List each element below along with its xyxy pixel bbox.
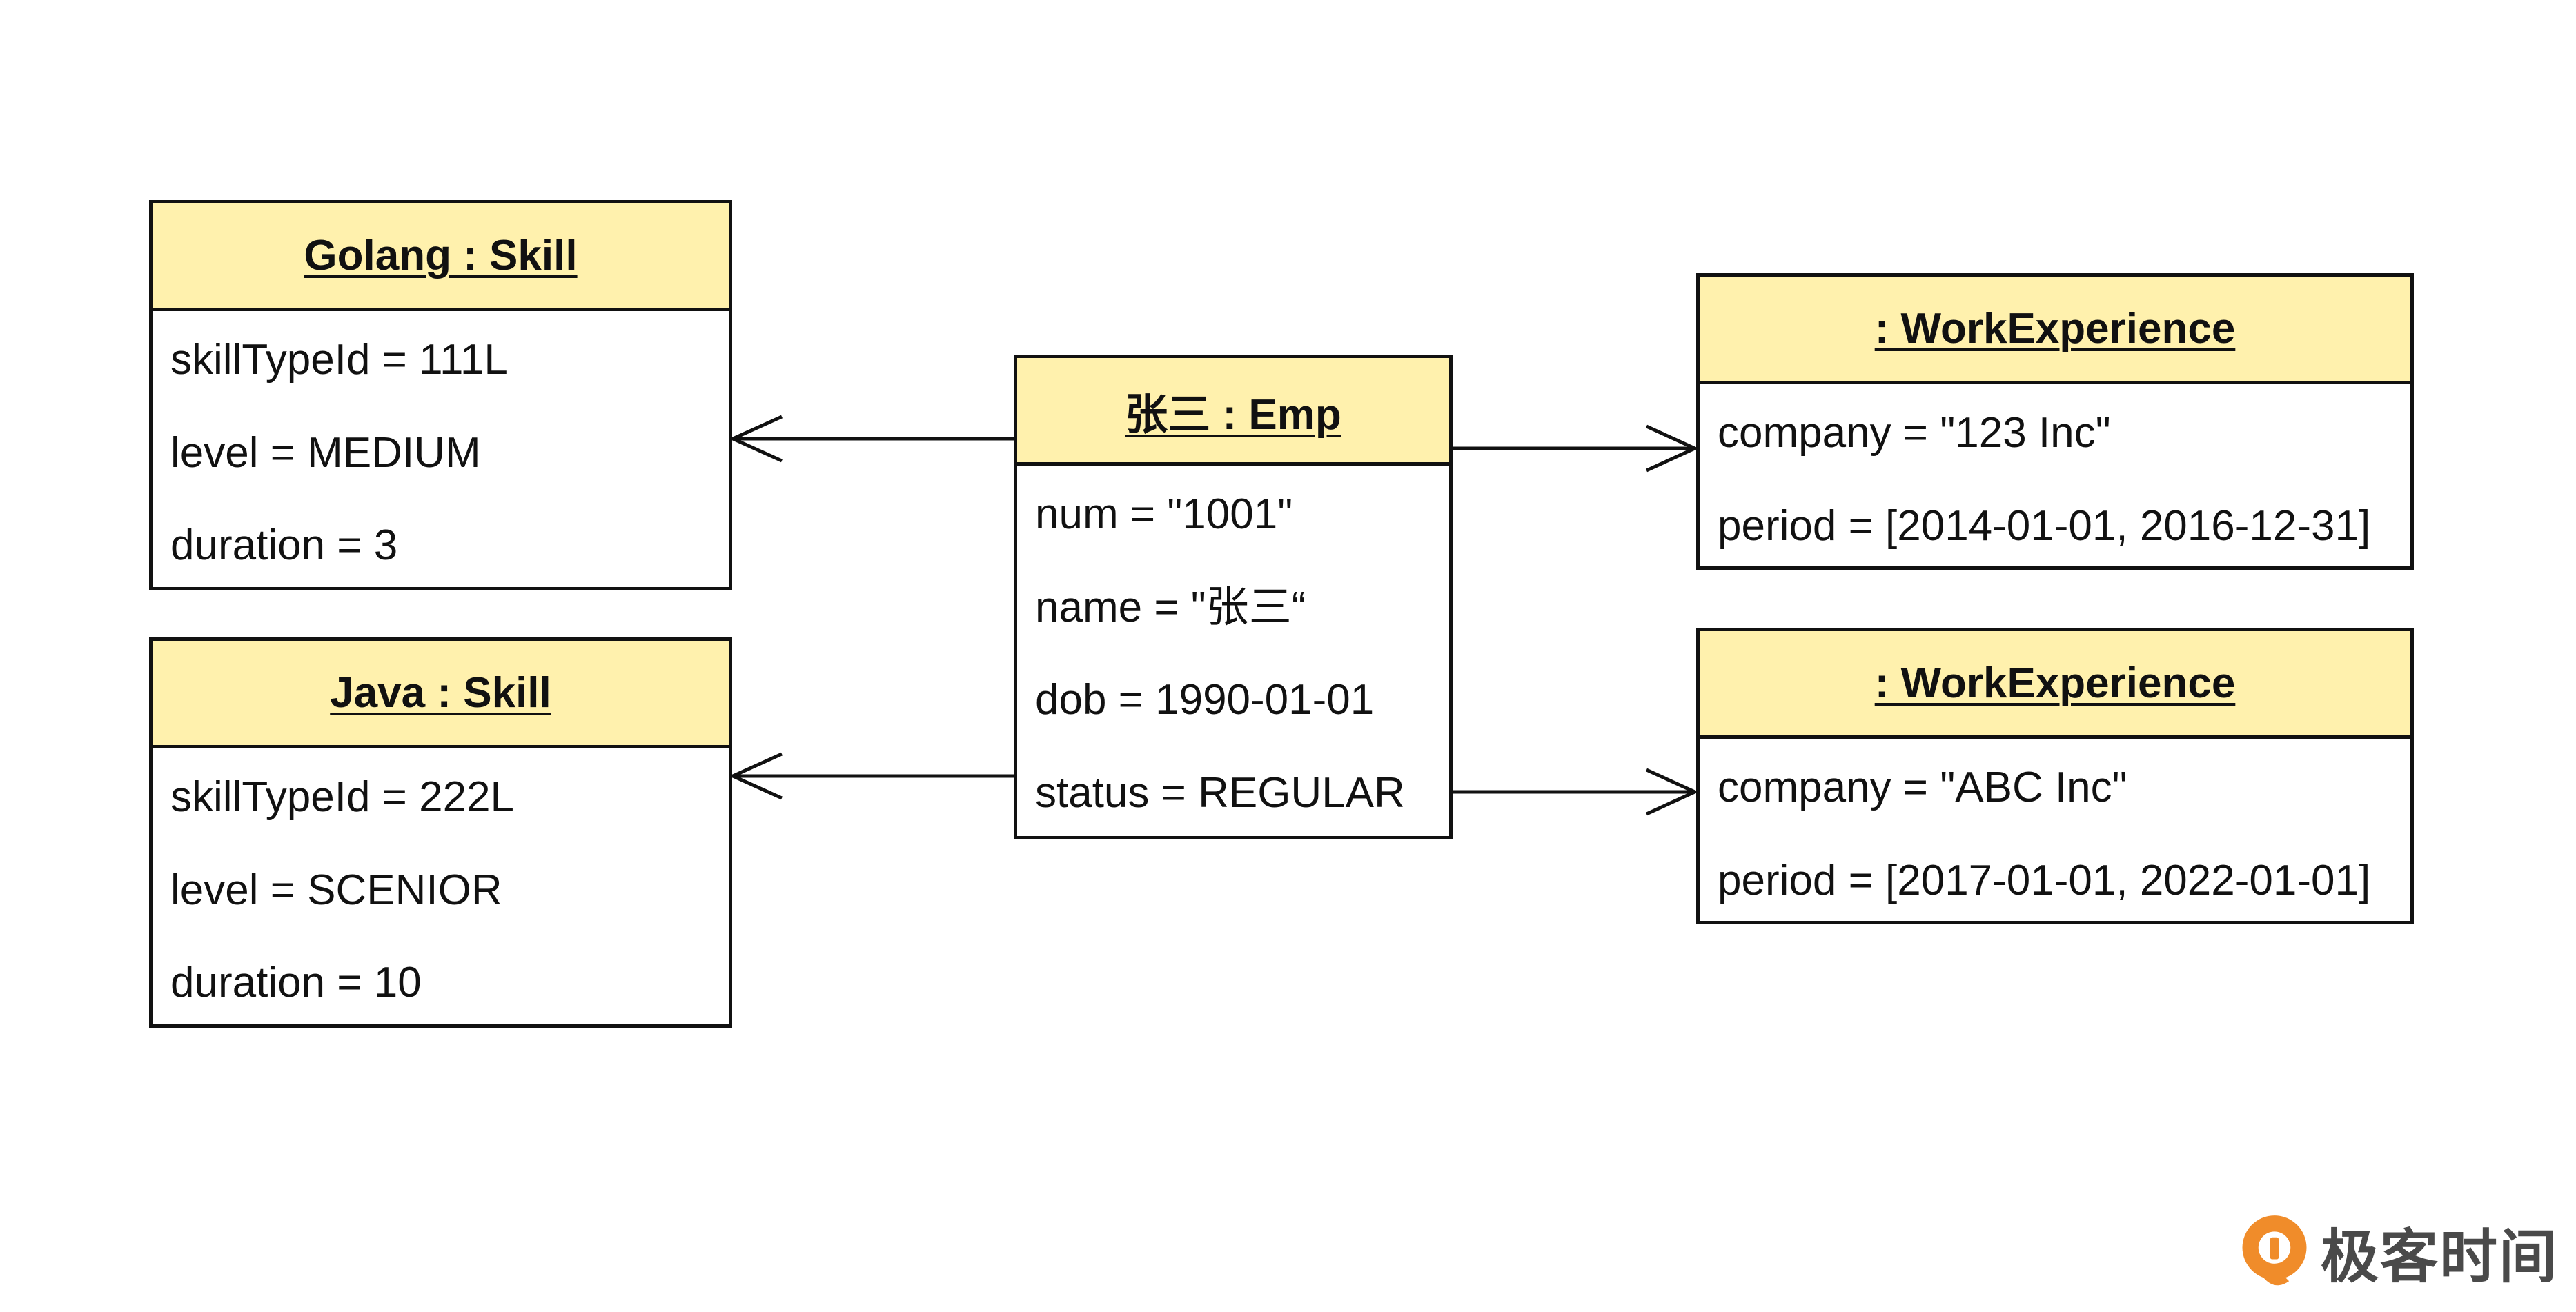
attribute-list: company = "123 Inc" period = [2014-01-01… [1700, 384, 2410, 573]
object-header: Golang : Skill [153, 203, 729, 311]
object-work-experience-1[interactable]: : WorkExperience company = "123 Inc" per… [1696, 273, 2414, 570]
attribute-list: skillTypeId = 111L level = MEDIUM durati… [153, 311, 729, 593]
object-emp[interactable]: 张三 : Emp num = "1001" name = "张三“ dob = … [1014, 355, 1453, 839]
attribute-period: period = [2014-01-01, 2016-12-31] [1718, 501, 2371, 550]
object-golang-skill[interactable]: Golang : Skill skillTypeId = 111L level … [149, 200, 732, 590]
object-header: : WorkExperience [1700, 277, 2410, 384]
object-work-experience-2[interactable]: : WorkExperience company = "ABC Inc" per… [1696, 628, 2414, 924]
object-title: : WorkExperience [1874, 659, 2236, 707]
attribute-list: num = "1001" name = "张三“ dob = 1990-01-0… [1017, 466, 1449, 839]
attribute-level: level = SCENIOR [170, 866, 502, 914]
association-emp-to-work-2 [1453, 768, 1700, 816]
attribute-company: company = "123 Inc" [1718, 409, 2111, 457]
attribute-level: level = MEDIUM [170, 428, 481, 477]
brand-text: 极客时间 [2320, 1223, 2558, 1291]
attribute-duration: duration = 10 [170, 959, 422, 1006]
attribute-skilltypeid: skillTypeId = 111L [170, 336, 508, 384]
attribute-duration: duration = 3 [170, 521, 398, 569]
object-header: Java : Skill [153, 641, 729, 748]
attribute-list: company = "ABC Inc" period = [2017-01-01… [1700, 739, 2410, 927]
attribute-skilltypeid: skillTypeId = 222L [170, 773, 515, 821]
attribute-num: num = "1001" [1035, 490, 1293, 538]
attribute-list: skillTypeId = 222L level = SCENIOR durat… [153, 748, 729, 1030]
object-header: 张三 : Emp [1017, 358, 1449, 466]
object-title: Java : Skill [330, 669, 551, 717]
attribute-period: period = [2017-01-01, 2022-01-01] [1718, 856, 2371, 904]
object-header: : WorkExperience [1700, 631, 2410, 739]
geektime-logo-icon [2242, 1215, 2307, 1285]
object-title: : WorkExperience [1874, 305, 2236, 352]
object-java-skill[interactable]: Java : Skill skillTypeId = 222L level = … [149, 637, 732, 1028]
attribute-name: name = "张三“ [1035, 583, 1306, 631]
attribute-company: company = "ABC Inc" [1718, 764, 2127, 811]
brand-watermark: 极客时间 [2238, 1211, 2558, 1294]
object-title: Golang : Skill [304, 232, 578, 279]
attribute-status: status = REGULAR [1035, 768, 1405, 817]
association-emp-to-java [728, 752, 1014, 800]
object-title: 张三 : Emp [1125, 390, 1341, 439]
attribute-dob: dob = 1990-01-01 [1035, 676, 1375, 724]
association-emp-to-work-1 [1453, 424, 1700, 473]
association-emp-to-golang [728, 415, 1014, 463]
